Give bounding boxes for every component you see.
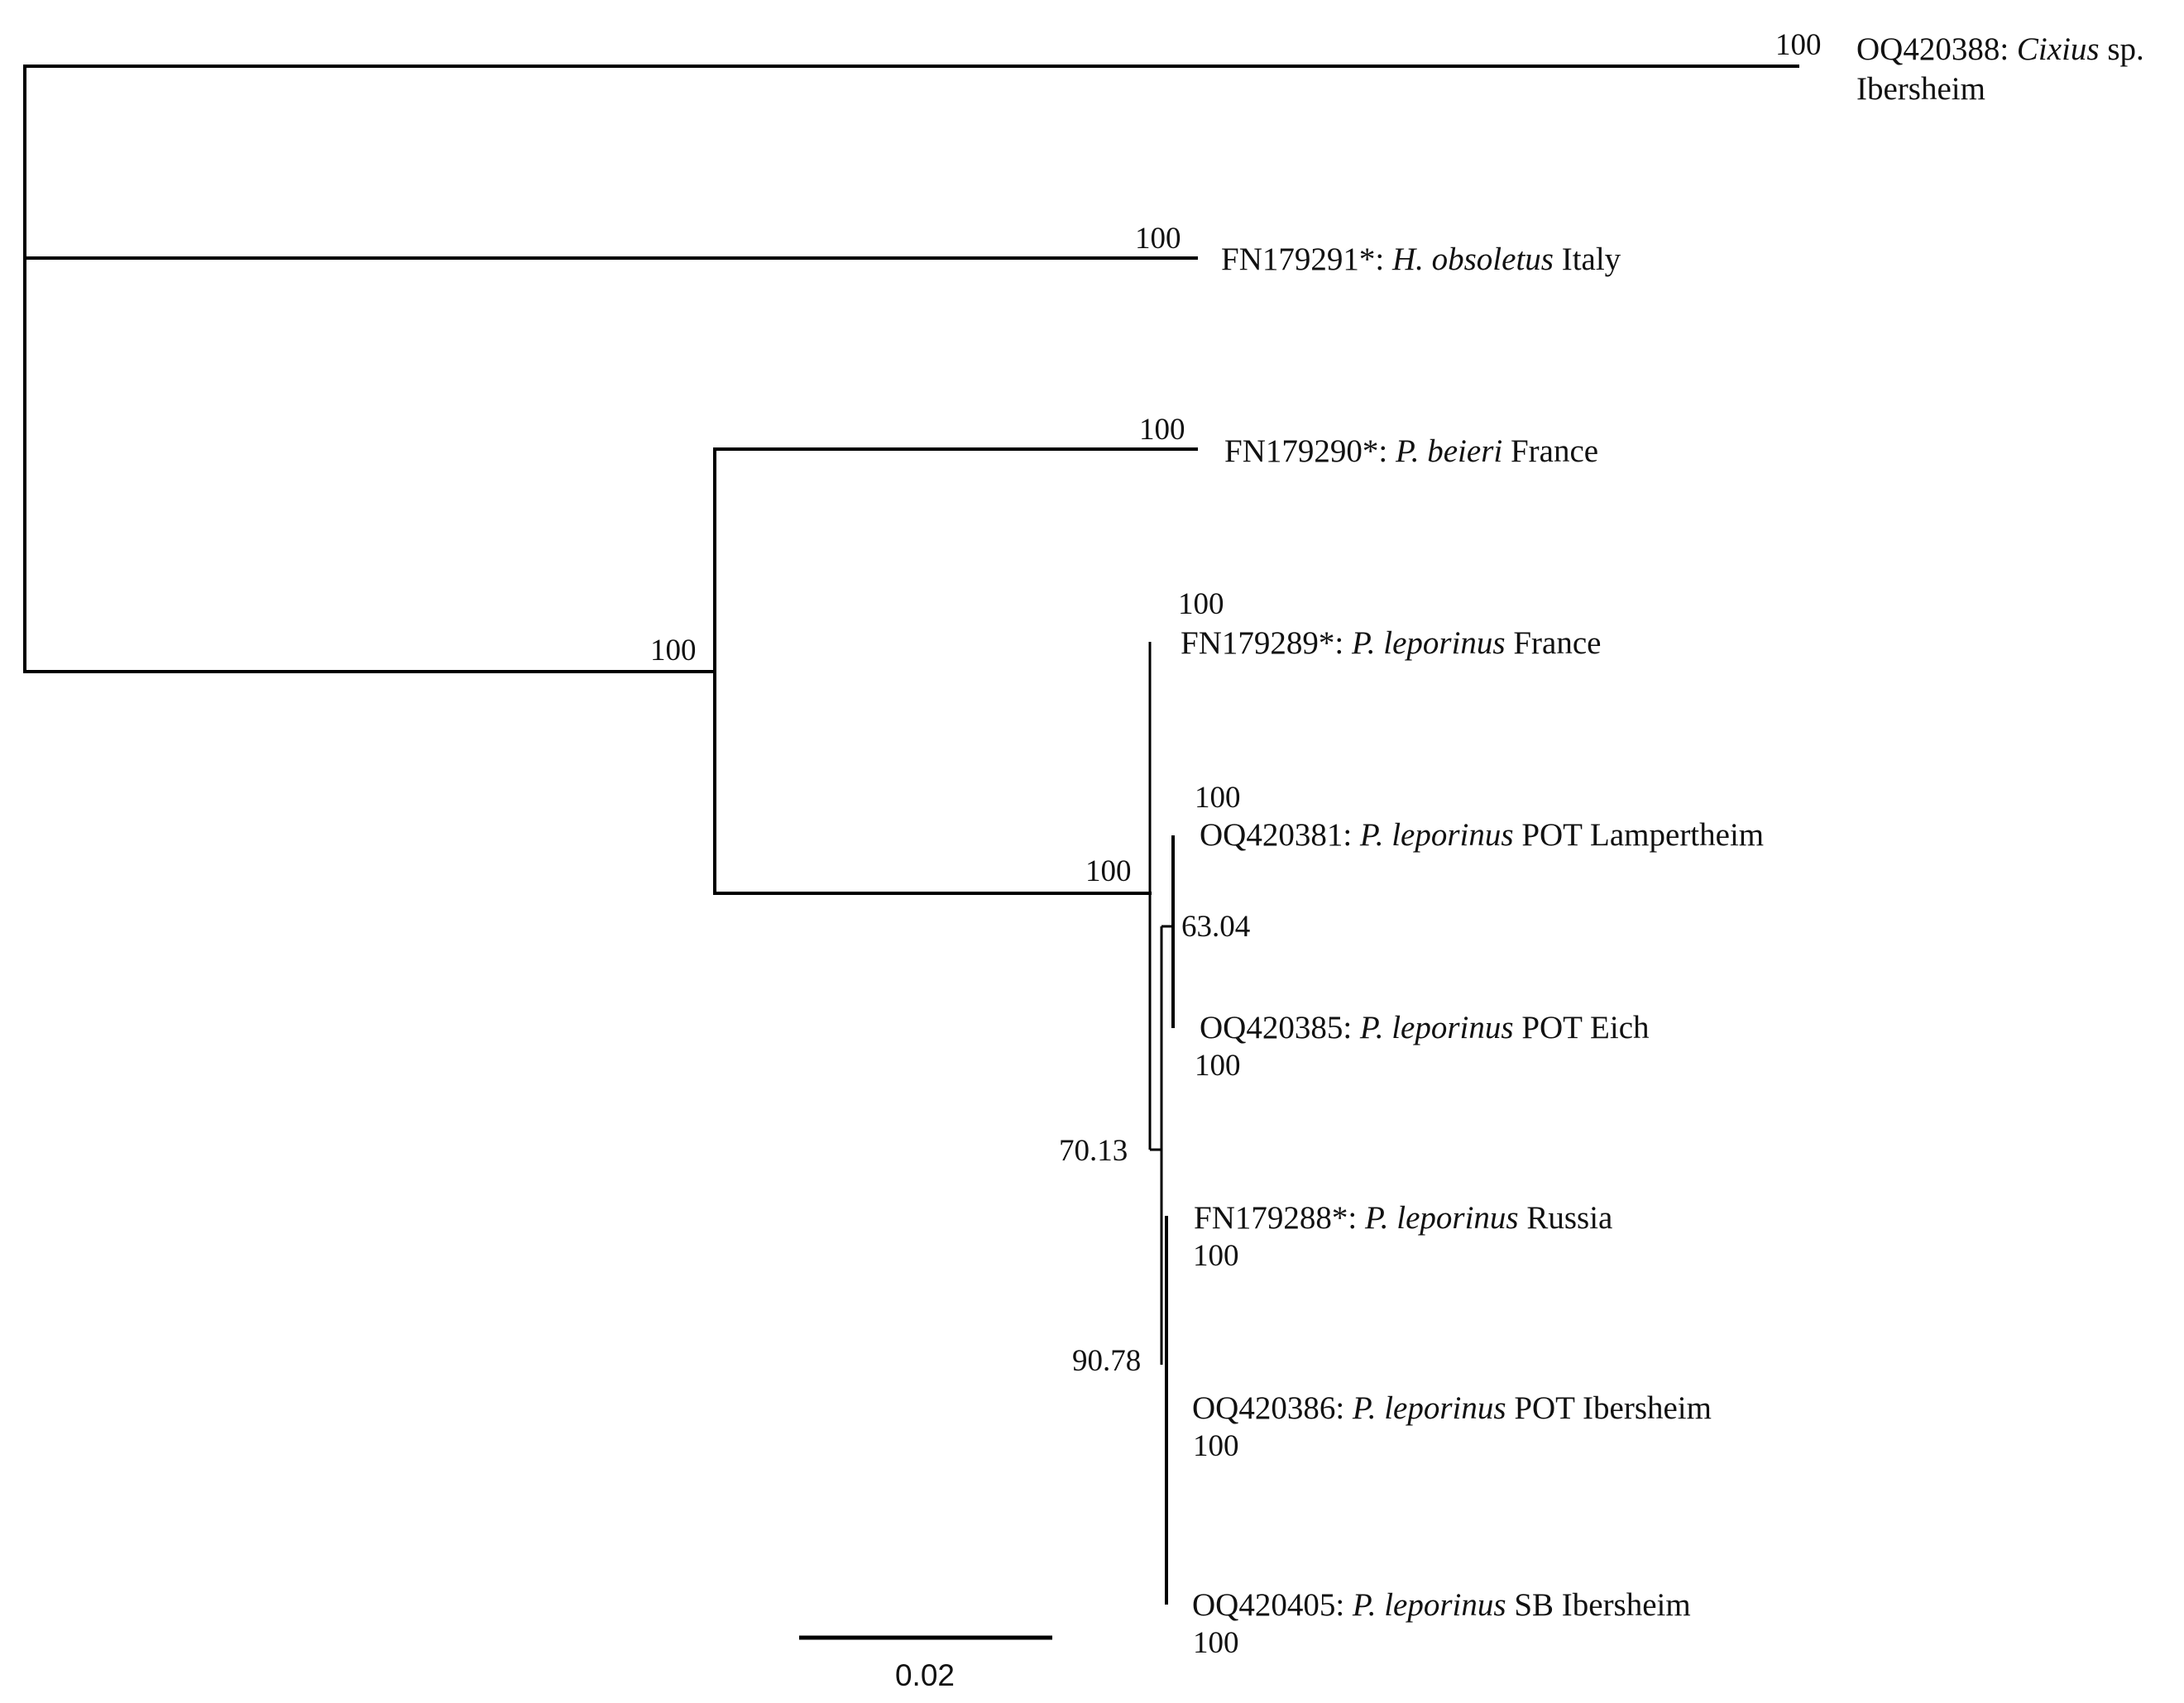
support-cixius: 100 (1775, 28, 1822, 62)
support-plep-eich: 100 (1195, 1049, 1241, 1083)
tip-label-hobsoletus: FN179291*: H. obsoletus Italy (1221, 242, 1621, 277)
tip-label-plep-lampertheim: OQ420381: P. leporinus POT Lampertheim (1200, 817, 1764, 853)
tip-label-cixius: OQ420388: Cixius sp. (1856, 31, 2144, 67)
tip-labels: OQ420388: Cixius sp. Ibersheim FN179291*… (1181, 31, 2144, 1623)
tip-label-plep-russia: FN179288*: P. leporinus Russia (1194, 1200, 1612, 1236)
tree-branches (23, 65, 1799, 1605)
support-pbeieri: 100 (1139, 413, 1185, 447)
support-plep-ibersheim-sb: 100 (1193, 1626, 1239, 1660)
support-plep-ibersheim-pot: 100 (1193, 1429, 1239, 1463)
support-hobsoletus: 100 (1135, 222, 1181, 256)
tip-label-plep-ibersheim-pot: OQ420386: P. leporinus POT Ibersheim (1192, 1390, 1712, 1426)
scale-bar: 0.02 (799, 1635, 1052, 1692)
support-plep-lampertheim: 100 (1195, 781, 1241, 815)
support-plep-russia: 100 (1193, 1239, 1239, 1273)
support-pentastiridius-clade: 100 (650, 634, 697, 667)
support-plep-france: 100 (1178, 587, 1224, 621)
tip-label-plep-eich: OQ420385: P. leporinus POT Eich (1200, 1010, 1650, 1045)
scale-bar-label: 0.02 (895, 1658, 955, 1692)
support-inner-clade: 70.13 (1059, 1134, 1128, 1168)
support-russia-ibersheim: 90.78 (1072, 1344, 1141, 1378)
tip-label-plep-ibersheim-sb: OQ420405: P. leporinus SB Ibersheim (1192, 1587, 1691, 1623)
support-lampertheim-eich: 63.04 (1181, 910, 1250, 944)
tip-label-pbeieri: FN179290*: P. beieri France (1224, 433, 1598, 469)
support-leporinus-clade: 100 (1085, 854, 1132, 888)
tip-label-plep-france: FN179289*: P. leporinus France (1181, 625, 1601, 661)
tip-label-cixius-line2: Ibersheim (1856, 71, 1985, 107)
support-values: 100 100 100 100 100 100 100 100 100 100 … (650, 28, 1822, 1660)
